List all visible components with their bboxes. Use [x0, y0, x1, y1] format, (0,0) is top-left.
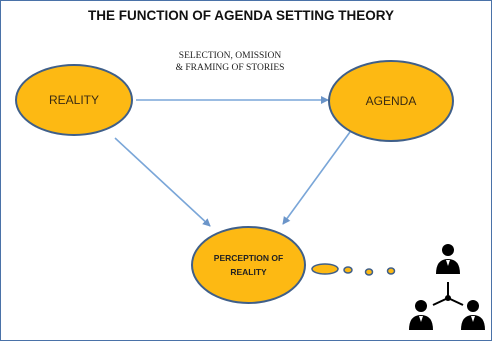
node-perception: PERCEPTION OF REALITY	[191, 226, 306, 304]
node-perception-label: PERCEPTION OF REALITY	[213, 253, 284, 277]
edge-label-line2: & FRAMING OF STORIES	[175, 63, 285, 73]
person-icon	[436, 244, 460, 274]
arrow-agenda-to-perception	[282, 131, 351, 225]
node-agenda: AGENDA	[328, 60, 454, 142]
node-agenda-label: AGENDA	[365, 94, 417, 108]
person-icon	[461, 300, 485, 330]
diagram-title: THE FUNCTION OF AGENDA SETTING THEORY	[88, 8, 394, 23]
arrow-reality-to-perception	[114, 137, 211, 227]
person-icon	[409, 300, 433, 330]
people-network-icon	[409, 244, 485, 330]
node-reality: REALITY	[15, 64, 133, 136]
thought-bubble-icon	[311, 263, 396, 276]
node-reality-label: REALITY	[48, 93, 99, 107]
edge-label: SELECTION, OMISSION & FRAMING OF STORIES	[160, 50, 300, 74]
edge-label-line1: SELECTION, OMISSION	[178, 51, 282, 61]
